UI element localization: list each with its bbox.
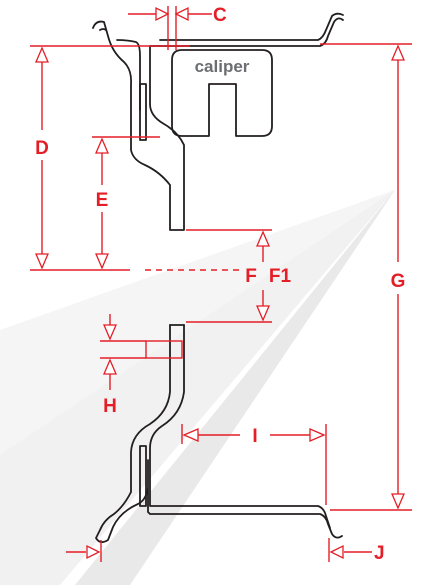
caliper-label: caliper — [195, 57, 250, 76]
label-g: G — [391, 271, 406, 292]
label-e: E — [96, 190, 109, 211]
label-f: F — [245, 266, 257, 287]
label-i: I — [252, 426, 257, 447]
wheel-cross-section — [92, 12, 344, 543]
background-watermark — [0, 190, 395, 585]
label-c: C — [213, 5, 227, 26]
caliper-block: caliper — [171, 49, 273, 137]
label-f1: F1 — [269, 266, 292, 287]
dimension-labels: C D E F F1 G H I J — [35, 5, 405, 564]
label-d: D — [35, 138, 49, 159]
dimension-lines — [30, 6, 412, 562]
label-h: H — [103, 396, 117, 417]
label-j: J — [374, 543, 385, 564]
